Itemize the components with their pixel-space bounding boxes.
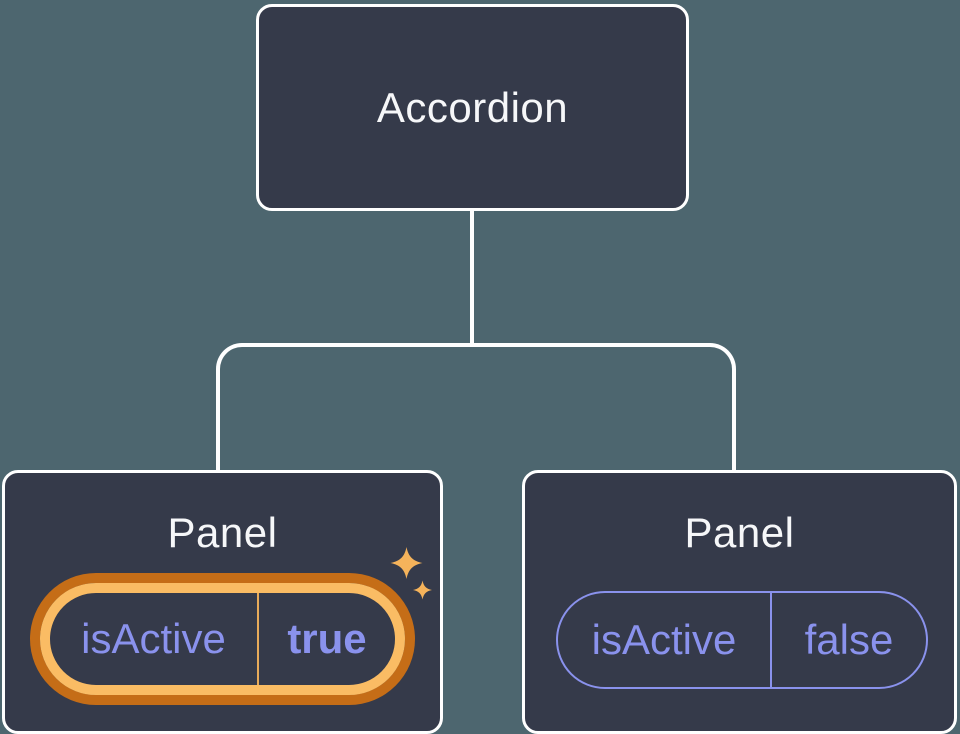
panel-right-node: Panel isActive false [522, 470, 957, 734]
prop-pill-inactive: isActive false [556, 591, 928, 689]
panel-right-label: Panel [684, 509, 795, 556]
prop-name: isActive [591, 616, 737, 663]
accordion-node-label: Accordion [376, 83, 569, 131]
panel-left-label: Panel [167, 509, 278, 556]
connector-bracket [216, 343, 736, 470]
panel-left-node: Panel isActive true [2, 470, 443, 734]
prop-name: isActive [81, 615, 226, 662]
sparkles-icon [390, 547, 432, 600]
prop-value: true [257, 593, 395, 685]
accordion-node: Accordion [256, 4, 689, 211]
connector-stem [470, 209, 474, 347]
prop-pill-active: isActive true [40, 583, 405, 695]
prop-value: false [770, 593, 926, 687]
